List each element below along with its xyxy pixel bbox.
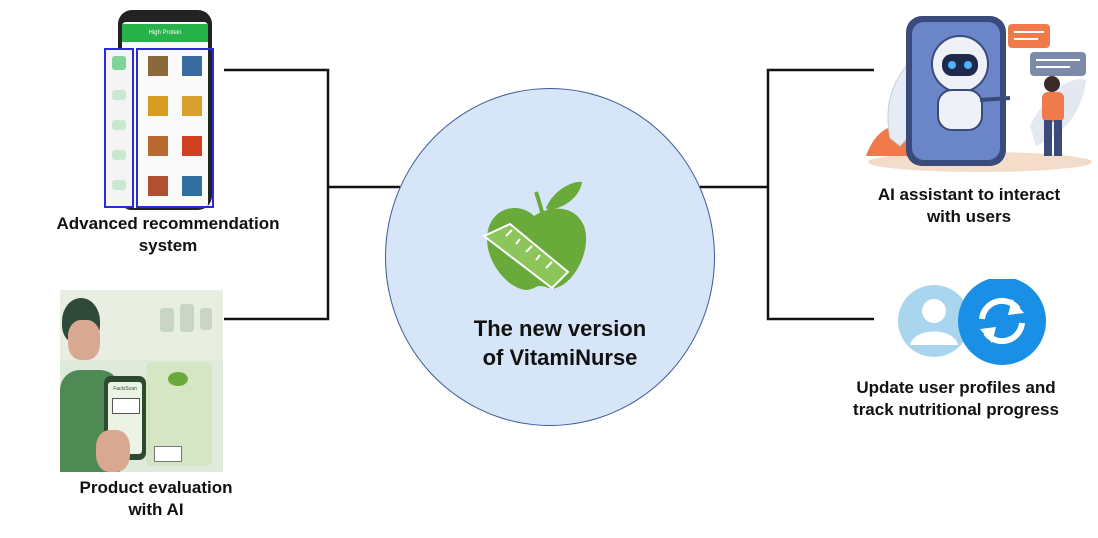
phone-app-screenshot: High Protein: [104, 10, 216, 210]
scan-app-brand: FactsScan: [113, 386, 137, 392]
robot-assistant-illustration: [866, 16, 1092, 172]
center-title-line2: of VitamiNurse: [482, 345, 638, 370]
node-label-recommendation: Advanced recommendation system: [56, 214, 280, 255]
node-label-ai-assistant: AI assistant to interact with users: [877, 185, 1061, 226]
app-header-title: High Protein: [148, 30, 182, 36]
center-title: The new version of VitamiNurse: [425, 314, 695, 372]
node-label-product-evaluation: Product evaluation with AI: [79, 478, 233, 519]
phone-scan-illustration: FactsScan: [60, 290, 223, 472]
user-sync-icon: [898, 279, 1046, 365]
center-title-line1: The new version: [473, 316, 647, 341]
apple-measuring-tape-icon: [482, 181, 587, 290]
node-label-user-profiles: Update user profiles and track nutrition…: [853, 378, 1059, 419]
app-header: High Protein: [122, 24, 208, 42]
